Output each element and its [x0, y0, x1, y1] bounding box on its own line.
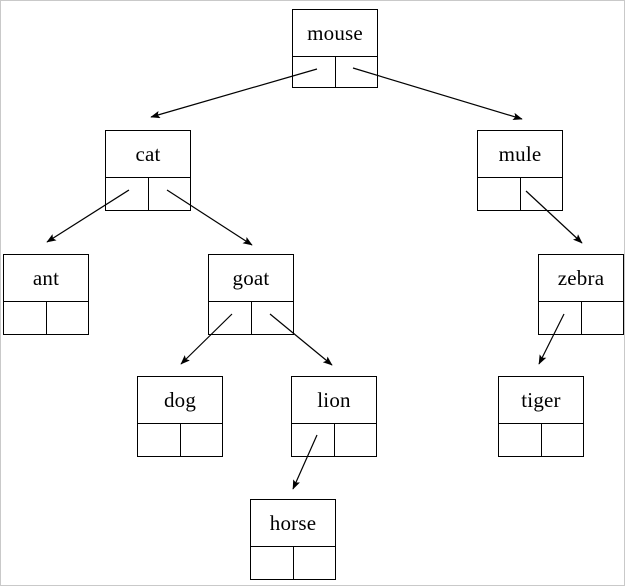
- node-left-pointer-lion[interactable]: [292, 424, 335, 456]
- node-left-pointer-cat[interactable]: [106, 178, 149, 210]
- node-right-pointer-horse[interactable]: [294, 547, 336, 579]
- node-label-mule: mule: [478, 131, 562, 178]
- tree-node-goat[interactable]: goat: [208, 254, 294, 335]
- node-left-pointer-mouse[interactable]: [293, 57, 336, 87]
- tree-node-zebra[interactable]: zebra: [538, 254, 624, 335]
- tree-node-cat[interactable]: cat: [105, 130, 191, 211]
- node-label-goat: goat: [209, 255, 293, 302]
- node-label-horse: horse: [251, 500, 335, 547]
- node-label-cat: cat: [106, 131, 190, 178]
- tree-node-dog[interactable]: dog: [137, 376, 223, 457]
- node-pointers-mouse: [293, 57, 377, 87]
- node-right-pointer-ant[interactable]: [47, 302, 89, 334]
- node-right-pointer-lion[interactable]: [335, 424, 377, 456]
- node-pointers-cat: [106, 178, 190, 210]
- node-label-dog: dog: [138, 377, 222, 424]
- node-left-pointer-goat[interactable]: [209, 302, 252, 334]
- tree-edge-mouse-right-mule: [352, 67, 523, 120]
- node-pointers-lion: [292, 424, 376, 456]
- tree-node-horse[interactable]: horse: [250, 499, 336, 580]
- node-right-pointer-goat[interactable]: [252, 302, 294, 334]
- node-pointers-mule: [478, 178, 562, 210]
- node-left-pointer-mule[interactable]: [478, 178, 521, 210]
- node-label-mouse: mouse: [293, 10, 377, 57]
- node-pointers-goat: [209, 302, 293, 334]
- tree-node-mouse[interactable]: mouse: [292, 9, 378, 88]
- node-pointers-tiger: [499, 424, 583, 456]
- node-right-pointer-mule[interactable]: [521, 178, 563, 210]
- node-right-pointer-dog[interactable]: [181, 424, 223, 456]
- node-right-pointer-zebra[interactable]: [582, 302, 624, 334]
- node-left-pointer-zebra[interactable]: [539, 302, 582, 334]
- node-pointers-ant: [4, 302, 88, 334]
- node-left-pointer-dog[interactable]: [138, 424, 181, 456]
- tree-node-mule[interactable]: mule: [477, 130, 563, 211]
- tree-node-lion[interactable]: lion: [291, 376, 377, 457]
- tree-node-tiger[interactable]: tiger: [498, 376, 584, 457]
- node-label-zebra: zebra: [539, 255, 623, 302]
- node-label-tiger: tiger: [499, 377, 583, 424]
- node-label-ant: ant: [4, 255, 88, 302]
- node-right-pointer-cat[interactable]: [149, 178, 191, 210]
- node-right-pointer-tiger[interactable]: [542, 424, 584, 456]
- node-right-pointer-mouse[interactable]: [336, 57, 378, 87]
- node-pointers-zebra: [539, 302, 623, 334]
- tree-node-ant[interactable]: ant: [3, 254, 89, 335]
- node-left-pointer-ant[interactable]: [4, 302, 47, 334]
- node-left-pointer-horse[interactable]: [251, 547, 294, 579]
- node-left-pointer-tiger[interactable]: [499, 424, 542, 456]
- node-pointers-dog: [138, 424, 222, 456]
- node-pointers-horse: [251, 547, 335, 579]
- node-label-lion: lion: [292, 377, 376, 424]
